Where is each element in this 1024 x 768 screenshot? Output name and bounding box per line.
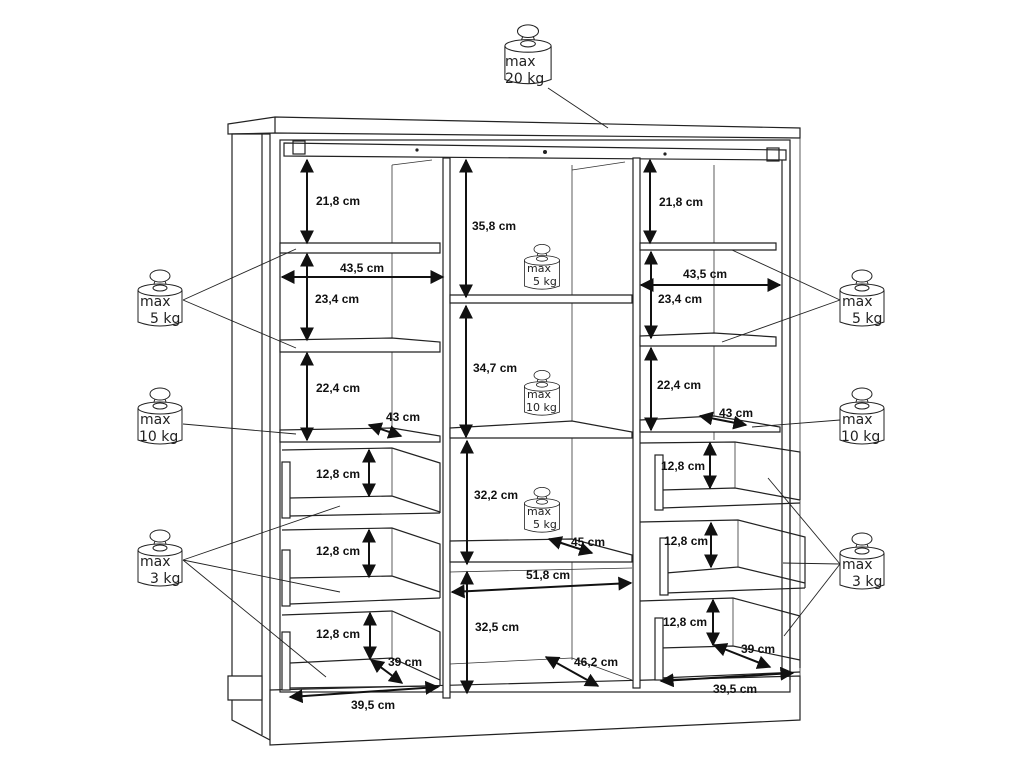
weight-top-line1: max — [505, 54, 536, 70]
right-shelf-1 — [639, 242, 777, 251]
top-board — [227, 116, 801, 139]
left-divider — [442, 157, 451, 699]
weight-left-drawers-line1: max — [140, 554, 171, 570]
center-bottom-depth-arrow — [544, 656, 600, 687]
right-drawer2-height-label: 12,8 cm — [664, 534, 708, 548]
left-shelf-3 — [279, 427, 441, 443]
right-drawer-3 — [639, 597, 801, 681]
left-drawer-depth-label: 39 cm — [388, 655, 422, 669]
right-width-label: 43,5 cm — [683, 267, 727, 281]
weight-right-drawers-line2: 3 kg — [852, 574, 882, 590]
center-shelf-depth-arrow — [547, 536, 594, 556]
leader-lines — [182, 87, 841, 678]
weight-left-drawers-line2: 3 kg — [150, 571, 180, 587]
left-shelf-depth-arrow — [367, 422, 403, 439]
center-comp1-height-label: 35,8 cm — [472, 219, 516, 233]
left-drawer-3 — [281, 610, 441, 691]
center-comp2-height-label: 34,7 cm — [473, 361, 517, 375]
right-drawer-depth-arrow — [712, 643, 772, 669]
center-width-label: 51,8 cm — [526, 568, 570, 582]
center-comp3-height-label: 32,2 cm — [474, 488, 518, 502]
weight-right-shelves-line1: max — [842, 294, 873, 310]
weight-top-line2: 20 kg — [505, 71, 544, 87]
center-width-arrow — [450, 576, 633, 599]
left-drawer1-height-label: 12,8 cm — [316, 467, 360, 481]
dimension-arrows — [280, 158, 795, 704]
right-drawer-width-label: 39,5 cm — [713, 682, 757, 696]
right-shelf-depth-label: 43 cm — [719, 406, 753, 420]
right-shelf1-height-label: 21,8 cm — [659, 195, 703, 209]
left-drawer3-height-label: 12,8 cm — [316, 627, 360, 641]
left-side-panel — [231, 133, 271, 741]
center-comp4-height-label: 32,5 cm — [475, 620, 519, 634]
left-shelf-1 — [279, 242, 441, 254]
right-drawer-width-arrow — [659, 666, 795, 688]
left-drawer-depth-arrow — [369, 659, 404, 684]
right-drawer-1 — [639, 441, 801, 511]
left-drawer-1 — [281, 447, 441, 519]
right-shelf-depth-arrow — [698, 411, 748, 430]
weight-center-middle-line1: max — [527, 388, 551, 401]
left-width-label: 43,5 cm — [340, 261, 384, 275]
weight-left-shelves-line2: 5 kg — [150, 311, 180, 327]
left-shelf3-height-label: 22,4 cm — [316, 381, 360, 395]
left-shelf-2 — [279, 337, 441, 353]
left-drawer-width-arrow — [288, 680, 440, 704]
cabinet-body — [227, 116, 806, 746]
weight-left-bottom-line1: max — [140, 412, 171, 428]
left-drawer2-height-label: 12,8 cm — [316, 544, 360, 558]
weight-center-lower-line2: 5 kg — [533, 518, 557, 531]
left-drawer-width-label: 39,5 cm — [351, 698, 395, 712]
weight-left-bottom-line2: 10 kg — [139, 429, 178, 445]
weight-center-middle-line2: 10 kg — [526, 401, 557, 414]
weight-center-top-line1: max — [527, 262, 551, 275]
left-drawer-2 — [281, 527, 441, 607]
weight-right-drawers-line1: max — [842, 557, 873, 573]
right-drawer1-height-label: 12,8 cm — [661, 459, 705, 473]
weight-right-bottom-line1: max — [842, 412, 873, 428]
center-shelf-1 — [449, 294, 633, 304]
weight-center-lower-line1: max — [527, 505, 551, 518]
center-bottom-depth-label: 46,2 cm — [574, 655, 618, 669]
right-shelf-2 — [639, 332, 777, 347]
right-drawer3-height-label: 12,8 cm — [663, 615, 707, 629]
left-shelf-depth-label: 43 cm — [386, 410, 420, 424]
right-shelf3-height-label: 22,4 cm — [657, 378, 701, 392]
weight-right-bottom-line2: 10 kg — [841, 429, 880, 445]
center-shelf-2 — [449, 420, 633, 439]
left-shelf2-height-label: 23,4 cm — [315, 292, 359, 306]
left-shelf1-height-label: 21,8 cm — [316, 194, 360, 208]
weight-center-top-line2: 5 kg — [533, 275, 557, 288]
weight-right-shelves-line2: 5 kg — [852, 311, 882, 327]
right-drawer-depth-label: 39 cm — [741, 642, 775, 656]
weight-left-shelves-line1: max — [140, 294, 171, 310]
center-shelf-depth-label: 45 cm — [571, 535, 605, 549]
right-drawer-2 — [639, 519, 806, 596]
hanging-rail — [283, 142, 787, 161]
right-divider — [632, 157, 641, 689]
right-shelf2-height-label: 23,4 cm — [658, 292, 702, 306]
